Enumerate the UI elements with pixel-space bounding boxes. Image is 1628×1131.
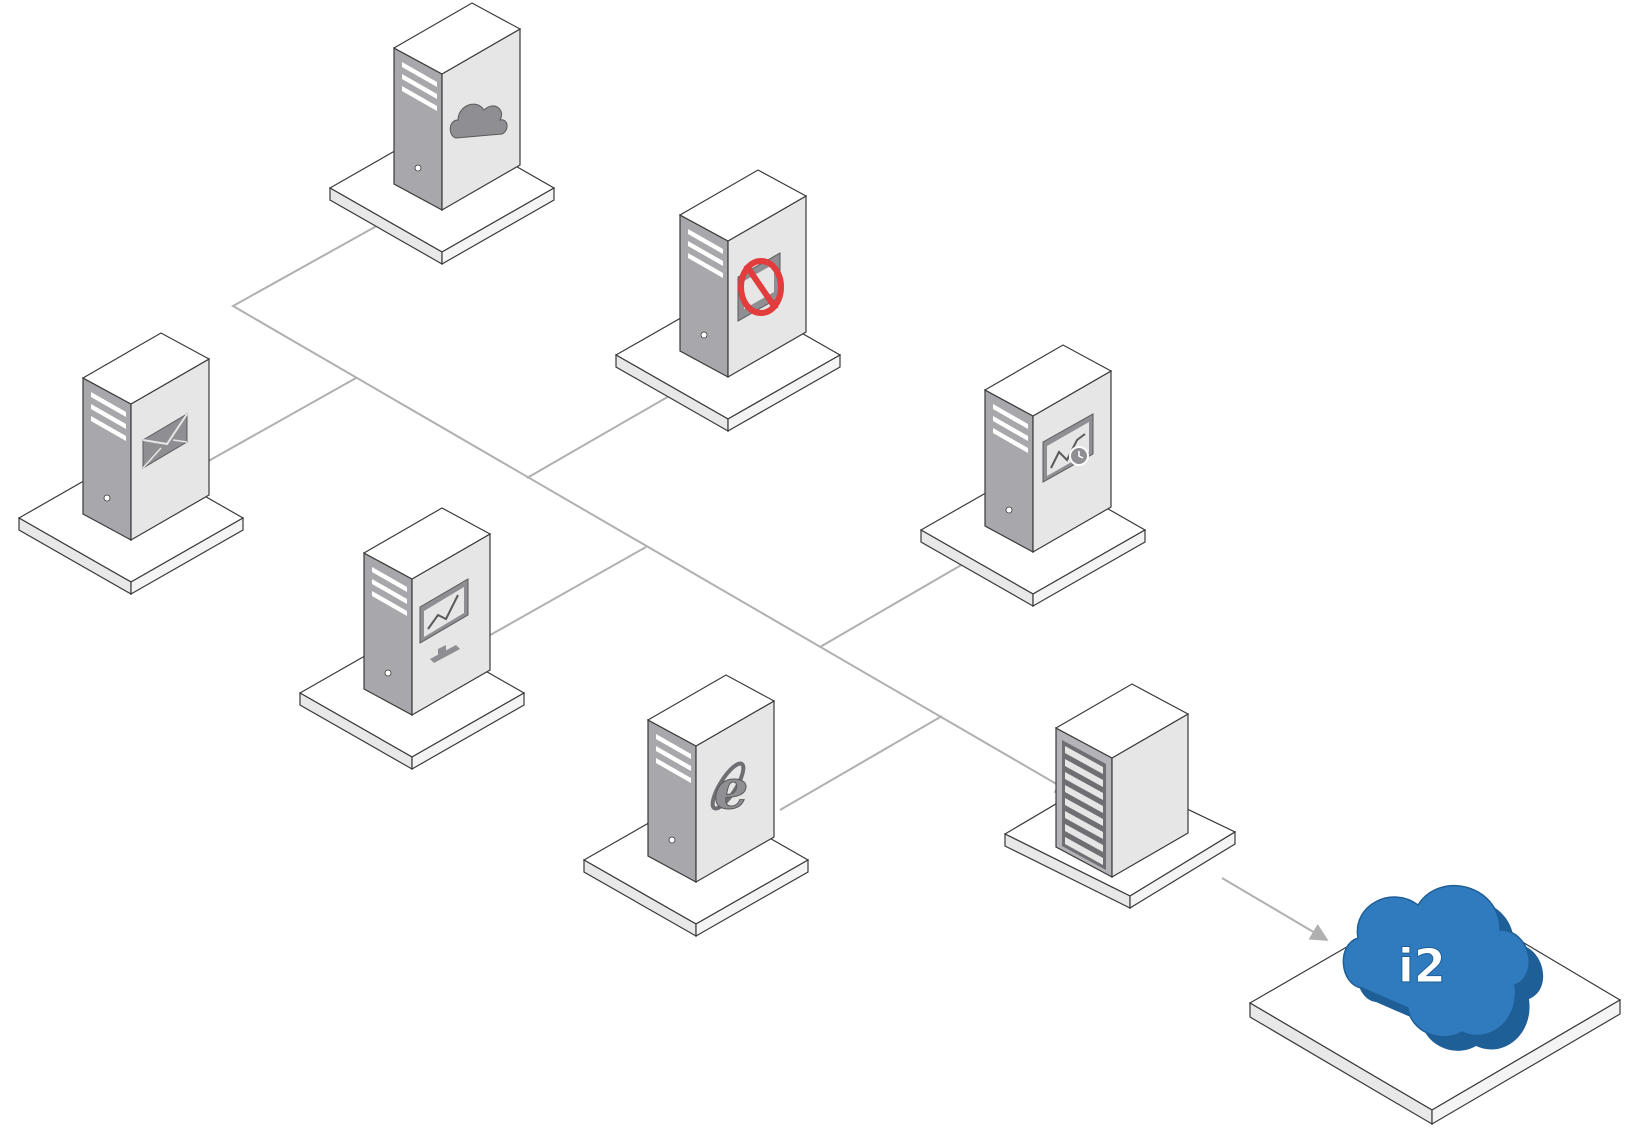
backbone-line xyxy=(230,212,1074,794)
monitor-chart-server[interactable] xyxy=(299,507,525,770)
monitor-chart-icon xyxy=(419,578,469,663)
blocked-branch-line xyxy=(526,383,691,479)
analytics-server[interactable] xyxy=(920,344,1146,607)
blocked-monitor-server[interactable] xyxy=(615,169,841,432)
cloud-icon xyxy=(449,103,508,139)
chart-clock-icon xyxy=(1042,413,1094,483)
monitor-branch-line xyxy=(484,546,647,639)
blocked-monitor-icon xyxy=(737,252,784,322)
cloud-server[interactable] xyxy=(329,2,555,265)
web-browser-server[interactable]: e xyxy=(583,674,809,937)
rack-to-cloud-line xyxy=(1221,877,1329,941)
browser-branch-line xyxy=(779,715,943,811)
i2-cloud-icon: i2 xyxy=(1342,884,1544,1051)
mail-server[interactable] xyxy=(18,332,244,595)
mail-branch-line xyxy=(195,377,357,469)
i2-cloud[interactable]: i2 xyxy=(1248,884,1622,1126)
rack-server[interactable] xyxy=(1003,683,1237,910)
svg-text:e: e xyxy=(714,757,748,821)
connector-lines xyxy=(195,212,1329,941)
server-rack-icon xyxy=(1062,740,1106,870)
i2-cloud-label: i2 xyxy=(1398,939,1446,993)
analytics-branch-line xyxy=(819,552,983,648)
internet-explorer-icon: e xyxy=(710,757,749,822)
mail-icon xyxy=(142,413,188,469)
